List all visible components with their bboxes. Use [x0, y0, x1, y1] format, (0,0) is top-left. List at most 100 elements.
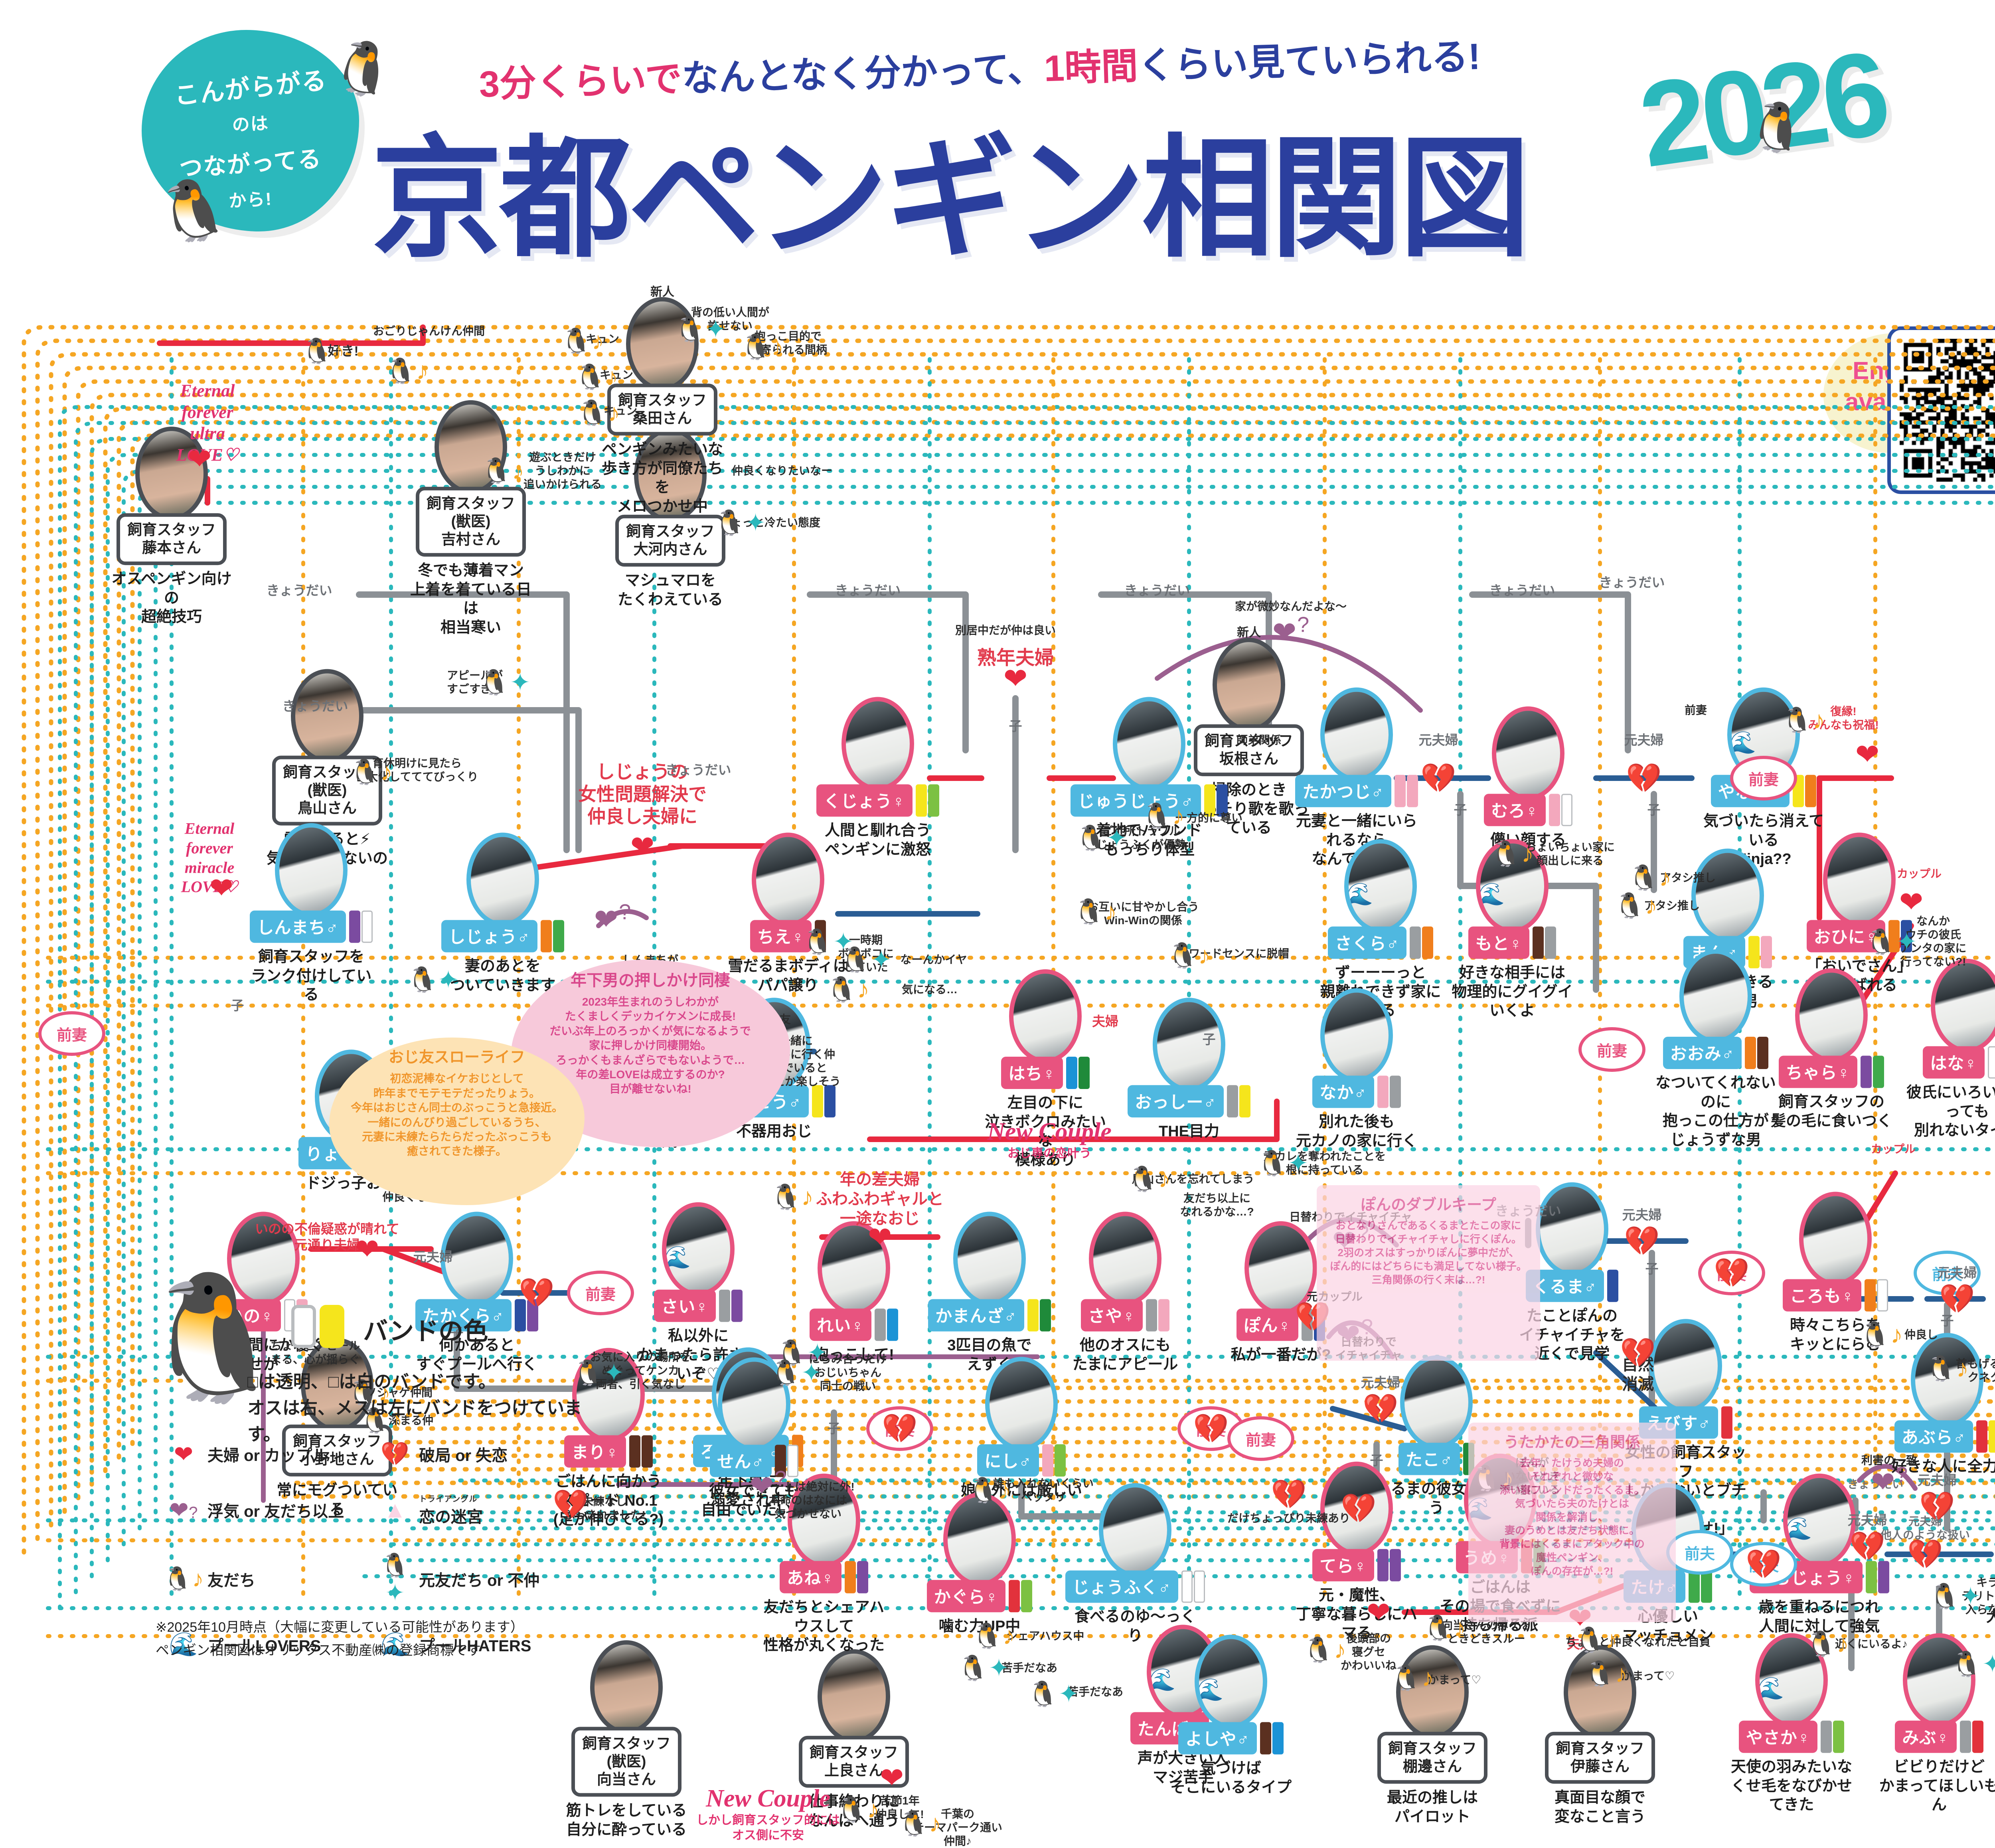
footnote: ※2025年10月時点（大幅に変更している可能性があります） ペンギン相関図はオ…	[156, 1620, 524, 1658]
broken-heart-icon: 💔	[519, 1277, 555, 1309]
band-color	[1227, 1085, 1238, 1118]
node-bands	[1026, 1299, 1051, 1332]
node-yasaka[interactable]: 🌊やさか♀天使の羽みたいな くせ毛をなびかせてきた	[1726, 1633, 1857, 1815]
edge-label: 子	[1940, 1313, 1954, 1328]
node-sakane[interactable]: 新人飼育スタッフ坂根さん掃除のとき こっそり歌を歌っている	[1183, 623, 1315, 838]
penguin-exfriend-icon: 🐧✦	[479, 669, 531, 696]
photo-image	[1103, 1487, 1167, 1573]
broken-heart-icon: 💔	[553, 1488, 589, 1521]
node-description: たことぽんの イチャイチャを 近くで見学	[1519, 1307, 1625, 1362]
band-color	[349, 910, 360, 943]
node-bands	[814, 920, 826, 953]
node-takakura[interactable]: たかくら♂何かあると すぐプールへ行く	[411, 1212, 543, 1374]
band-color	[731, 1289, 743, 1322]
node-photo	[1113, 697, 1185, 791]
penguin-friend-icon: 🐧♪	[575, 363, 618, 391]
edge-label: 子	[1454, 802, 1467, 817]
node-chie[interactable]: ちえ♀雪だるまボディは パパ譲り	[722, 832, 854, 995]
node-description: 雪だるまボディは パパ譲り	[728, 958, 848, 994]
node-sakura[interactable]: 🌊さくら♂ずーーーっと 親離れできず家にいる	[1315, 839, 1446, 1021]
legend-row: 🐧♪友だち🐧✦元友だち or 不仲	[160, 1552, 583, 1606]
band-color	[874, 1308, 886, 1341]
photo-image	[439, 404, 503, 490]
node-chara[interactable]: ちゃら♀飼育スタッフの 髪の毛に食いつく	[1766, 968, 1897, 1131]
photo-image	[990, 1361, 1053, 1447]
node-oumi[interactable]: おおみ♂なついてくれないのに 抱っこの仕方が じょうずな男	[1650, 949, 1782, 1150]
penguin-friend-icon: 🐧♪	[1584, 1660, 1628, 1688]
node-pon[interactable]: ぽん♀私が一番だが?	[1215, 1221, 1347, 1365]
node-onochi[interactable]: 飼育スタッフ小野地さん常にモグついている	[271, 1338, 403, 1519]
legend-item: 🐧♪友だち	[160, 1552, 371, 1606]
node-kujou[interactable]: くじょう♀人間と馴れ合う ペンギンに激怒	[812, 697, 944, 860]
penguin-exfriend-icon: 🐧✦	[840, 946, 892, 974]
ex-spouse-node: 前夫	[1666, 1530, 1733, 1575]
node-bands	[1819, 1720, 1845, 1753]
node-bands	[1376, 1075, 1401, 1108]
node-koromo[interactable]: ころも♀時々こちらを キッとにらむ	[1770, 1192, 1901, 1354]
node-description: THE目力	[1158, 1123, 1219, 1140]
edge-label: 育休明けに見たら 巨大化してててびっくり	[356, 757, 478, 783]
edge-label: キュン	[599, 368, 634, 381]
node-toriyama[interactable]: 飼育スタッフ(獣医)鳥山さん雷が鳴ると⚡ 気が気じゃないのよ	[261, 669, 393, 887]
node-joufuku[interactable]: じょうふく♂食べるのゆ〜っくり	[1065, 1483, 1205, 1646]
node-fujimoto[interactable]: 飼育スタッフ藤本さんオスペンギン向けの 超絶技巧	[106, 427, 237, 627]
node-hana[interactable]: はな♀彼氏にいろいろあっても 別れないタイプ	[1901, 959, 1995, 1140]
node-bands	[1041, 1444, 1066, 1477]
node-name-row: むろ♀	[1462, 794, 1594, 826]
legend-item: 🌊プールHATERS	[371, 1631, 583, 1658]
broken-heart-icon: 💔	[1193, 1413, 1229, 1445]
node-shinmachi[interactable]: しんまち♂飼育スタッフを ランク付けしている	[245, 823, 377, 1005]
node-name: よしや♂	[1178, 1722, 1257, 1755]
node-photo	[752, 832, 824, 927]
node-photo	[1911, 1333, 1983, 1427]
node-ane[interactable]: あね♀友だちとシェアハウスして 性格が丸くなった	[758, 1473, 890, 1655]
node-photo	[440, 1212, 513, 1306]
node-bands	[1007, 1580, 1033, 1613]
node-mari[interactable]: まり♀ごはんに向かう スピード No.1 (足が伸びてる?)	[543, 1348, 674, 1530]
node-name: たかくら♂	[415, 1299, 512, 1332]
node-muro[interactable]: むろ♀儚い顔する	[1462, 706, 1594, 850]
photo-image	[1915, 1337, 1979, 1423]
node-juujou[interactable]: じゅうじょう♂着地でバウンド もっちり体型	[1071, 697, 1228, 860]
node-photo	[135, 427, 208, 521]
photo-image	[1827, 837, 1891, 922]
node-ohini[interactable]: おひに♀「おいでさん」 と呼ばれる	[1794, 832, 1925, 995]
node-yoshimura[interactable]: 飼育スタッフ(獣医)吉村さん冬でも薄着マン 上着を着ている日は 相当寒い	[405, 400, 537, 637]
node-bands	[348, 910, 373, 943]
node-bands	[1859, 1055, 1884, 1088]
legend-item-label: 破局 or 失恋	[419, 1447, 508, 1465]
node-yoshiya[interactable]: 🌊よしや♂気づけば そこにいるタイプ	[1165, 1635, 1297, 1797]
tagline-part-3: 1時間	[1043, 45, 1139, 89]
node-nishi[interactable]: にし♂娘以外には厳しい	[956, 1357, 1087, 1500]
band-color	[844, 1561, 856, 1593]
node-bands	[1863, 1279, 1888, 1312]
node-hachi[interactable]: はち♀左目の下に 泣きボクロみたいな 模様あり	[980, 969, 1111, 1170]
photo-image	[1480, 843, 1544, 929]
new-couple-title: New Couple	[987, 1118, 1112, 1145]
node-name: たこ♂	[1398, 1443, 1460, 1475]
legend-item: ▲トライアングル恋の迷宮	[371, 1492, 583, 1527]
staff-name-box: 飼育スタッフ(獣医)鳥山さん	[272, 755, 382, 826]
node-description: 食べるのゆ〜っくり	[1074, 1608, 1196, 1644]
node-rei[interactable]: れい♀抱っこして!	[788, 1221, 920, 1365]
node-moto[interactable]: 🌊もと♀好きな相手には 物理的にグイグイいくよ	[1446, 839, 1578, 1021]
node-kuwada[interactable]: 新人飼育スタッフ桑田さんペンギンみたいな 歩き方が同僚たちを メロつかせ中	[597, 282, 728, 516]
band-color	[1066, 1057, 1077, 1089]
node-abura[interactable]: あぶら♂好きな人に全力!	[1881, 1333, 1995, 1476]
node-kamanza[interactable]: かまんざ♂3匹目の魚で えずく	[924, 1212, 1055, 1374]
node-name: しんまち♂	[250, 910, 346, 943]
broken-heart-icon: 💔	[1620, 1337, 1656, 1369]
node-kuruma[interactable]: くるま♂たことぽんの イチャイチャを 近くで見学	[1506, 1182, 1638, 1364]
node-naka[interactable]: なか♂別れた後も 元カノの家に行く	[1291, 988, 1422, 1151]
node-shijou[interactable]: しじょう♂妻のあとを ついていきます	[437, 832, 569, 995]
photo-image	[958, 1216, 1021, 1301]
node-takatsuji[interactable]: たかつじ♂元妻と一緒にいられるなら なんでもいい	[1291, 687, 1422, 869]
node-maru[interactable]: まる♂大きい男の人が好き	[1981, 1483, 1995, 1646]
node-photo	[1099, 1483, 1171, 1577]
node-saya[interactable]: さや♀他のオスにも たまにアピール	[1059, 1212, 1191, 1374]
node-sai[interactable]: 🌊さい♀私以外に かまったら許さないぞ♡	[632, 1202, 764, 1384]
node-kagura[interactable]: かぐら♀噛む力UP中	[914, 1492, 1045, 1636]
node-osshi[interactable]: おっしー♂THE目力	[1123, 998, 1255, 1141]
node-tera[interactable]: てら♀元・魔性、 丁寧な暮らしにハマる	[1291, 1461, 1422, 1643]
node-okochi[interactable]: 飼育スタッフ大河内さんマシュマロを たくわえている	[604, 428, 736, 609]
